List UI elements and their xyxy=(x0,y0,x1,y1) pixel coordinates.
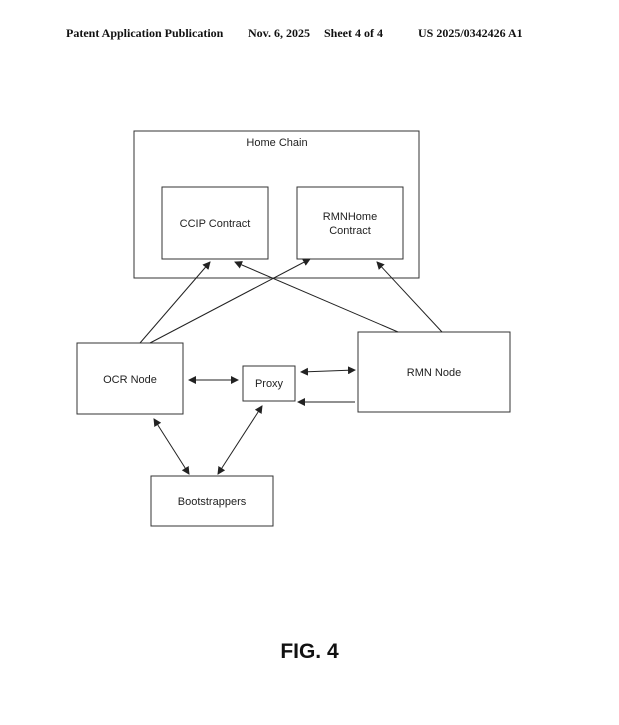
arrow-ocr-to-rmnhome xyxy=(149,258,311,344)
arrow-proxy-bootstrappers xyxy=(217,405,263,475)
patent-number: US 2025/0342426 A1 xyxy=(418,26,523,40)
arrow-ocr-to-ccip xyxy=(139,261,211,344)
proxy-label: Proxy xyxy=(255,378,284,390)
rmnhome-label-line2: Contract xyxy=(329,225,371,237)
sheet-number: Sheet 4 of 4 xyxy=(324,26,383,40)
publication-date: Nov. 6, 2025 xyxy=(248,26,311,40)
home-chain-label: Home Chain xyxy=(246,137,307,149)
bootstrappers-label: Bootstrappers xyxy=(178,496,247,508)
arrow-proxy-rmn xyxy=(300,366,356,376)
ccip-contract-box: CCIP Contract xyxy=(161,186,269,260)
rmnhome-contract-box: RMNHome Contract xyxy=(296,186,404,260)
ccip-contract-label: CCIP Contract xyxy=(180,218,251,230)
figure-label: FIG. 4 xyxy=(280,640,339,663)
arrow-rmn-to-ccip xyxy=(234,261,399,333)
rmn-node-box: RMN Node xyxy=(357,331,511,413)
page-header: Patent Application Publication Nov. 6, 2… xyxy=(0,26,619,42)
proxy-box: Proxy xyxy=(242,365,296,402)
arrow-rmn-to-rmnhome xyxy=(376,261,443,333)
rmnhome-label-line1: RMNHome xyxy=(323,211,377,223)
bootstrappers-box: Bootstrappers xyxy=(150,475,274,527)
ocr-node-label: OCR Node xyxy=(103,374,157,386)
publication-label: Patent Application Publication xyxy=(66,26,224,40)
arrow-ocr-bootstrappers xyxy=(153,418,190,475)
rmn-node-label: RMN Node xyxy=(407,367,461,379)
ocr-node-box: OCR Node xyxy=(76,342,184,415)
